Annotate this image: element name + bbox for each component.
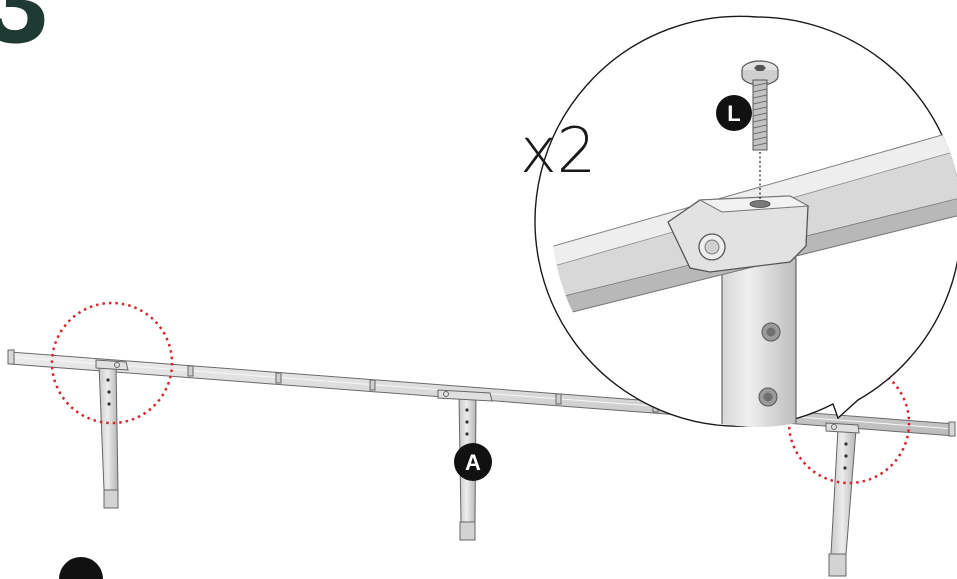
hex-socket-screw-icon xyxy=(741,60,779,200)
label-badge-cropped xyxy=(59,557,103,579)
leg-left xyxy=(95,359,129,509)
detail-callout: L xyxy=(534,15,957,427)
highlight-circle-left xyxy=(50,301,174,425)
zoom-bracket xyxy=(667,195,810,273)
quantity-label: x2 xyxy=(520,114,596,187)
leg-right xyxy=(825,422,860,577)
label-l-text: L xyxy=(727,101,740,126)
label-badge-a: A xyxy=(454,443,492,481)
label-a-text: A xyxy=(465,450,481,475)
zoom-leg xyxy=(721,257,797,427)
step-number: 3 xyxy=(0,0,49,68)
label-badge-l: L xyxy=(716,95,752,131)
highlight-circle-right xyxy=(787,361,911,485)
